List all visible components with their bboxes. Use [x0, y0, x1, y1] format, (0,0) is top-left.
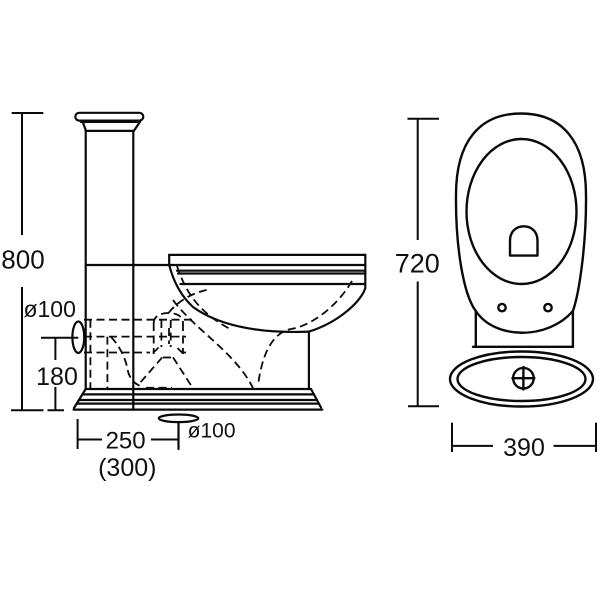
svg-text:180: 180	[36, 363, 78, 391]
svg-text:800: 800	[1, 244, 44, 274]
svg-text:390: 390	[503, 434, 545, 462]
svg-text:720: 720	[395, 248, 440, 278]
svg-text:(300): (300)	[98, 454, 156, 482]
svg-text:ø100: ø100	[188, 420, 236, 443]
svg-text:ø100: ø100	[23, 296, 75, 322]
svg-text:250: 250	[106, 428, 146, 455]
